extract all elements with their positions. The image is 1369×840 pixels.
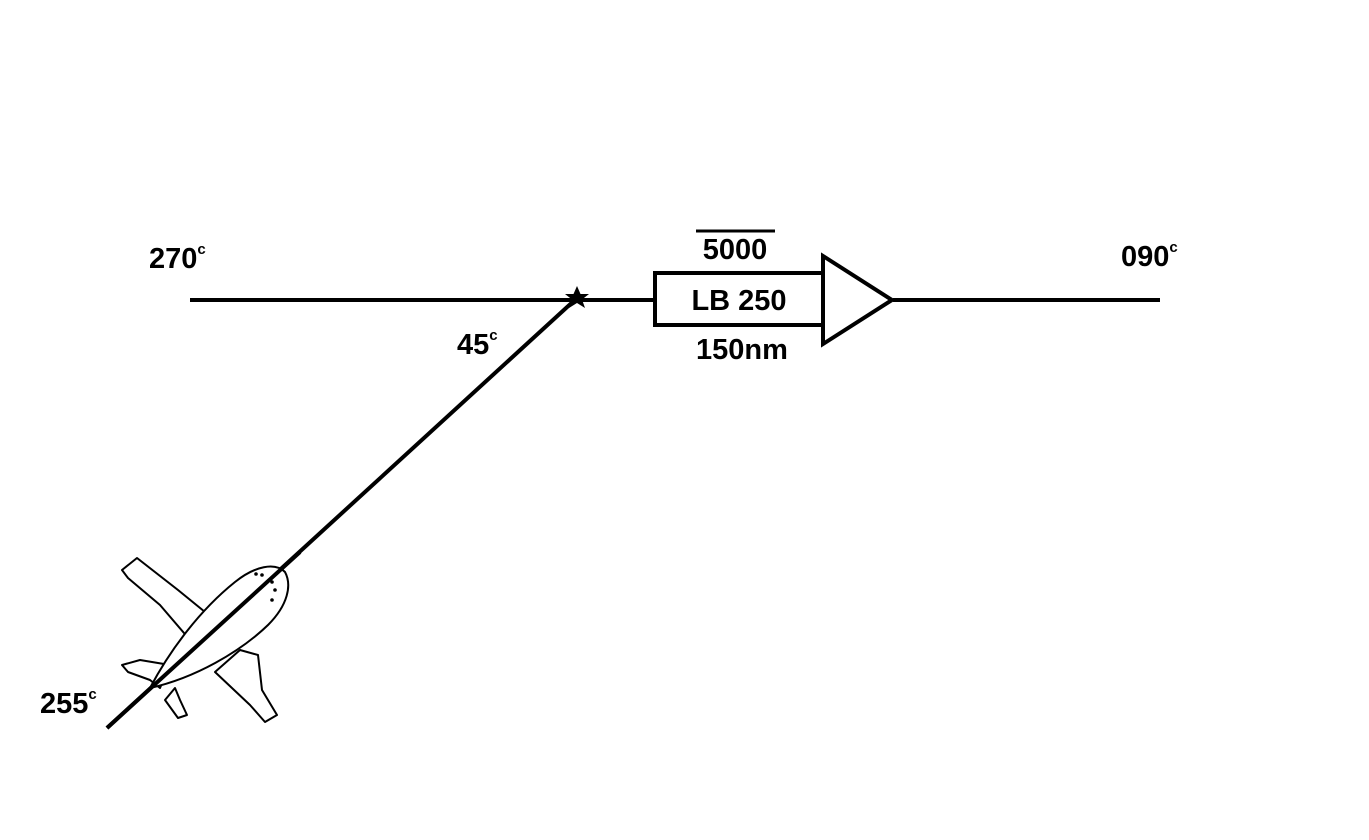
arrow-triangle-icon (821, 252, 896, 348)
heading-270-label: 270c (149, 241, 206, 275)
heading-090-label: 090c (1121, 239, 1178, 273)
aircraft-centerline (105, 550, 302, 730)
fix-distance: 150nm (696, 334, 788, 366)
fix-name: LB 250 (691, 285, 786, 317)
intercept-angle-label: 45c (457, 327, 498, 361)
fix-box (653, 271, 825, 327)
aircraft-heading-label: 255c (40, 686, 97, 720)
fix-altitude: 5000 (703, 234, 768, 266)
star-fix-icon (565, 286, 589, 308)
